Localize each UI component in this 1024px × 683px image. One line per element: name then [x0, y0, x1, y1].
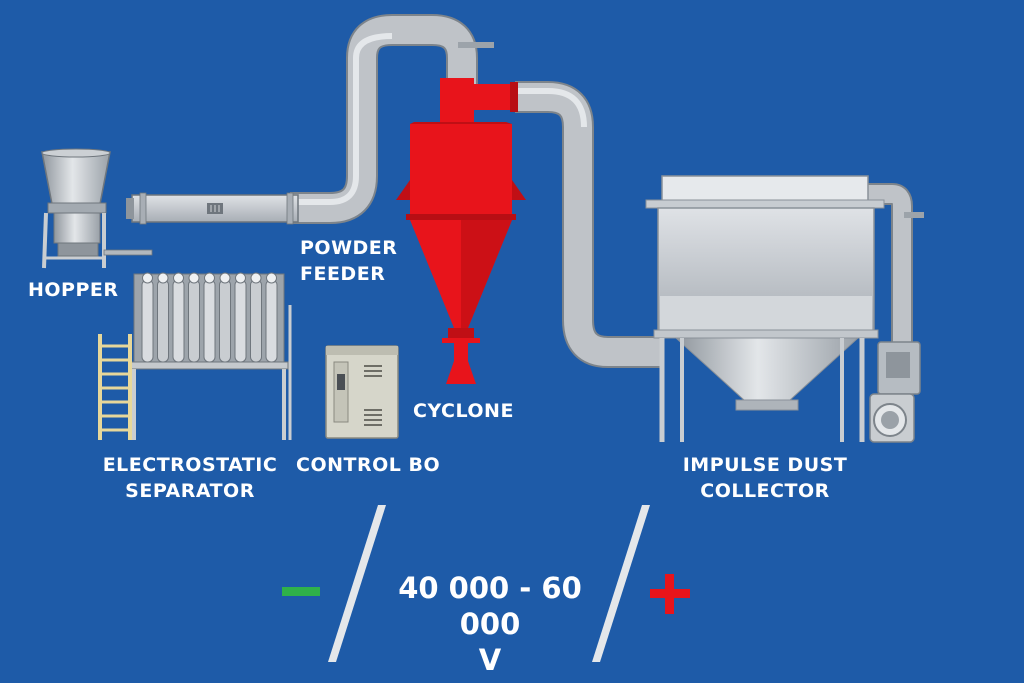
label-impulse-dust-collector-line1: IMPULSE DUST — [682, 454, 848, 476]
label-impulse-dust-collector-line2: COLLECTOR — [700, 480, 830, 502]
ladder — [98, 334, 132, 440]
cyclone-to-collector-pipe — [515, 83, 662, 366]
voltage-range: 40 000 - 60 000 — [398, 571, 582, 641]
label-impulse-dust-collector: IMPULSE DUST COLLECTOR — [682, 452, 848, 504]
powder-feeder — [126, 192, 299, 225]
label-hopper: HOPPER — [28, 279, 119, 301]
label-electrostatic-separator: ELECTROSTATIC SEPARATOR — [100, 452, 280, 504]
label-electrostatic-separator-line1: ELECTROSTATIC — [102, 454, 278, 476]
separator-tube-cap — [157, 272, 169, 284]
separator-tube-cap — [235, 272, 246, 284]
control-box-vents — [364, 365, 382, 426]
separator-tube — [188, 279, 200, 363]
separator-tube-cap — [266, 272, 277, 284]
voltage-label: 40 000 - 60 000 V — [375, 570, 605, 678]
separator-tube-cap — [204, 272, 215, 284]
separator-tube — [172, 279, 185, 363]
separator-tube — [157, 279, 169, 363]
voltage-section — [282, 505, 690, 662]
separator-tube-cap — [250, 272, 262, 284]
label-electrostatic-separator-line2: SEPARATOR — [125, 480, 255, 502]
electrostatic-separator — [129, 272, 292, 440]
label-cyclone: CYCLONE — [413, 400, 514, 422]
pipe-flange — [904, 212, 924, 218]
separator-tube — [265, 279, 278, 363]
label-powder-feeder: POWDER FEEDER — [300, 235, 397, 287]
separator-tube — [141, 279, 154, 363]
label-control-box: CONTROL BO — [296, 454, 441, 476]
voltage-divider-right — [592, 505, 650, 662]
voltage-unit: V — [478, 643, 502, 677]
separator-tube-cap — [142, 272, 153, 284]
pipe-network — [290, 14, 924, 368]
label-powder-feeder-line1: POWDER — [300, 237, 398, 259]
separator-tube — [203, 279, 216, 363]
label-powder-feeder-line2: FEEDER — [300, 263, 386, 285]
separator-tubes — [141, 272, 278, 363]
pipe-flange — [458, 42, 494, 48]
control-box — [325, 345, 399, 439]
separator-tube-cap — [188, 272, 200, 284]
separator-tube-cap — [219, 272, 231, 284]
positive-terminal-icon-stem — [665, 574, 674, 614]
separator-tube — [250, 279, 262, 363]
voltage-divider-left — [328, 505, 386, 662]
hopper — [41, 148, 153, 269]
cyclone — [396, 78, 526, 384]
separator-tube — [234, 279, 247, 363]
collector-return-pipe — [868, 185, 911, 350]
separator-tube-cap — [173, 272, 184, 284]
impulse-dust-collector — [645, 175, 921, 443]
negative-terminal-icon — [282, 587, 320, 596]
separator-tube — [219, 279, 231, 363]
